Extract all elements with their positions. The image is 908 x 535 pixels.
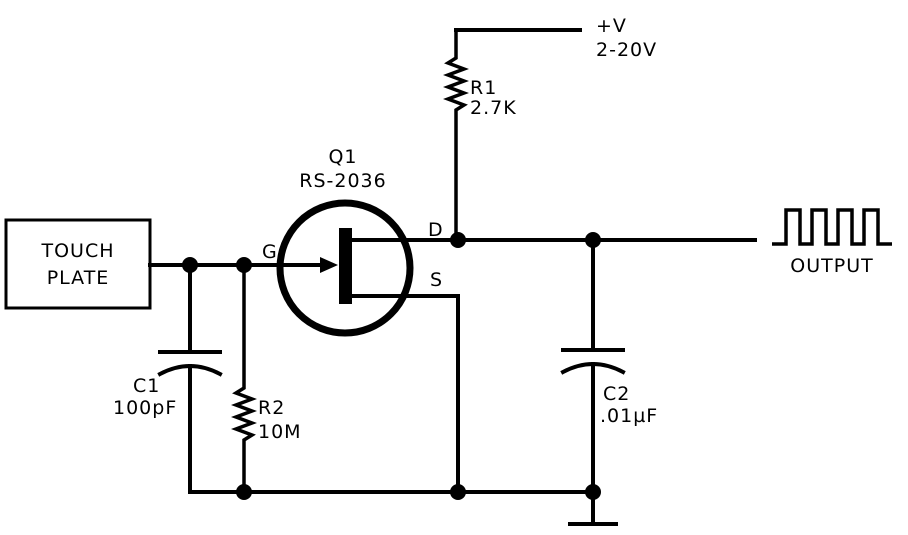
q1-gate-bar (339, 228, 352, 304)
r1-resistor (443, 30, 469, 240)
r2-ref: R2 (258, 397, 285, 419)
junction-output-c2 (585, 232, 601, 248)
q1-body (276, 199, 414, 337)
c2-value: .01µF (600, 405, 658, 427)
c2-ref: C2 (603, 383, 630, 405)
q1-part: RS-2036 (299, 170, 386, 192)
junction-ground-r2 (236, 484, 252, 500)
touch-plate-label-line1: TOUCH (40, 240, 114, 262)
junction-drain (450, 232, 466, 248)
source-wire (350, 294, 460, 494)
output-label: OUTPUT (790, 255, 873, 277)
supply-range: 2-20V (596, 39, 657, 61)
r2-value: 10M (258, 421, 302, 443)
junction-ground-c2 (585, 484, 601, 500)
q1-drain-label: D (428, 219, 444, 241)
q1-source-label: S (430, 269, 443, 291)
q1-gate-label: G (262, 241, 278, 263)
junction-gate-c1 (182, 257, 198, 273)
r1-ref: R1 (470, 77, 497, 99)
supply-label: +V (596, 15, 627, 37)
c1-value: 100pF (113, 397, 177, 419)
square-wave-icon (772, 208, 892, 246)
c1-ref: C1 (133, 375, 160, 397)
r1-value: 2.7K (470, 97, 517, 119)
junction-gate-r2 (236, 257, 252, 273)
touch-plate-label-line2: PLATE (47, 267, 110, 289)
gate-arrow (320, 257, 338, 273)
q1-ref: Q1 (328, 146, 357, 168)
r2-resistor (231, 265, 257, 492)
junction-ground-source (450, 484, 466, 500)
touch-plate-box (4, 218, 152, 310)
